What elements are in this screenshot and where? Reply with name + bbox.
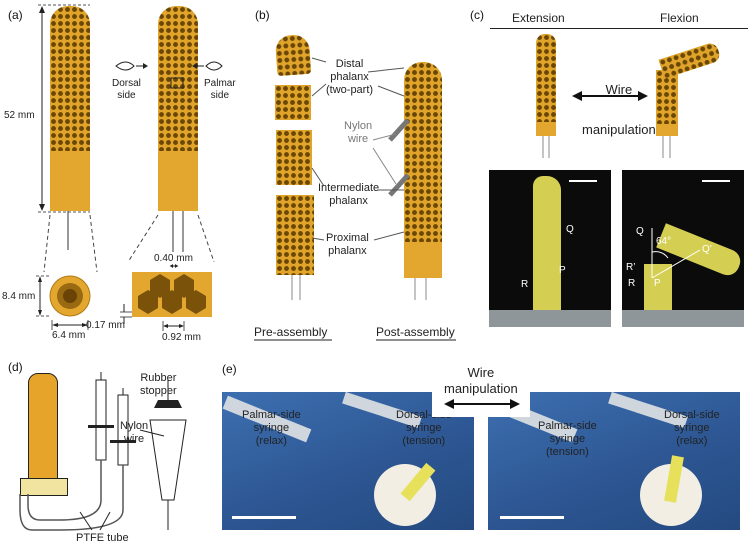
wire-manipulation-label-e: Wire manipulation [444,365,518,396]
stage [489,310,611,327]
finger-flexion-base [656,124,678,136]
pitch-092-label: 0.92 mm [162,332,201,343]
proximal-phalanx-label: Proximal phalanx [326,232,369,257]
point-q-prime-label: Q’ [702,244,712,255]
right-palmar-label: Palmar-side syringe (tension) [538,420,597,458]
scale-bar-e-right [500,516,564,519]
intermediate-phalanx-pre [276,130,312,185]
wire-manipulation-label-c: Wire manipulation [582,82,656,137]
left-palmar-label: Palmar-side syringe (relax) [242,409,301,447]
strut-017-label: 0.17 mm [86,320,125,331]
dorsal-side-label: Dorsal side [112,78,141,101]
intermediate-phalanx-label: Intermediate phalanx [318,182,380,207]
distal-base-pre [275,85,311,120]
point-r-label: R [521,279,529,290]
scale-bar-e-left [232,516,296,519]
length-label: 52 mm [4,110,35,121]
finger-flex-base [644,264,672,310]
syringe-photo-right: Palmar-side syringe (tension) Dorsal-sid… [488,392,740,530]
flexion-photo: Q Q’ R’ R P 64° [622,170,744,327]
header-rule [490,28,748,29]
point-r-prime-label: R’ [626,262,636,273]
strut-040-label: 0.40 mm [154,253,193,264]
point-p-label: P [559,265,566,276]
wire-manip-box [432,365,530,417]
angle-diagram [651,228,701,279]
panel-label-c: (c) [470,8,484,22]
proximal-phalanx-pre [276,195,314,275]
finger-base-post [404,242,442,278]
finger-sketch [28,373,58,480]
finger-flexion [656,70,678,124]
finger-dorsal-view [50,6,90,151]
point-q2-label: Q [636,226,644,237]
panel-label-b: (b) [255,8,270,22]
palmar-side-label: Palmar side [204,78,236,101]
finger-extension-base [536,122,556,136]
finger-ext-specimen [533,176,561,316]
point-q-label: Q [566,224,574,235]
angle-label: 64° [656,236,672,247]
nylon-wire-label-d: Nylon wire [120,420,149,445]
point-r2-label: R [628,278,636,289]
flexion-label: Flexion [660,11,699,25]
panel-label-e: (e) [222,362,237,376]
panel-label-d: (d) [8,360,23,374]
width-label: 6.4 mm [52,330,86,341]
finger-holder [20,478,68,496]
finger-extension [536,34,556,122]
scale-bar-flex [702,180,730,182]
scale-bar [569,180,597,182]
extension-label: Extension [512,11,565,25]
panel-label-a: (a) [8,8,23,22]
finger-base-dorsal [50,151,90,211]
ptfe-tube-label: PTFE tube [76,532,129,544]
distal-phalanx-label: Distal phalanx (two-part) [326,58,374,96]
right-dorsal-label: Dorsal-side syringe (relax) [664,409,720,447]
finger-base-palmar [158,151,198,211]
nylon-wire-label: Nylon wire [344,120,373,145]
rubber-stopper-label: Rubber stopper [140,372,177,397]
finger-post-assembly [404,62,442,242]
pre-assembly-label: Pre-assembly [254,325,328,339]
point-p2-label: P [654,278,661,289]
diameter-label: 8.4 mm [2,291,36,302]
post-assembly-label: Post-assembly [376,325,455,339]
stage-flex [622,310,744,327]
extension-photo: Q P R [489,170,611,327]
